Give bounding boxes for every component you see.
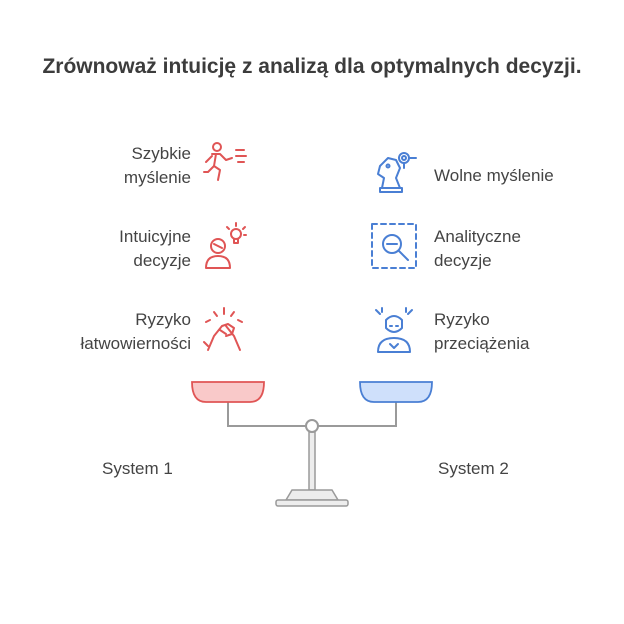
scale-pivot — [305, 419, 319, 433]
magnifier-analysis-icon — [371, 223, 417, 269]
stressed-person-icon — [375, 307, 413, 353]
system-2-label: System 2 — [438, 459, 509, 478]
label-overload-risk: Ryzyko przeciążenia — [434, 310, 530, 353]
diagram-title: Zrównoważ intuicję z analizą dla optymal… — [42, 55, 582, 78]
label-analytical-decisions: Analityczne decyzje — [434, 227, 521, 270]
right-pan — [359, 381, 433, 403]
scale-base — [275, 499, 349, 507]
chess-knight-icon — [377, 152, 417, 193]
left-pan — [191, 381, 265, 403]
scale-post — [308, 431, 316, 491]
lightbulb-idea-icon — [205, 222, 247, 269]
label-intuitive-decisions: Intuicyjne decyzje — [119, 227, 191, 270]
label-fast-thinking: Szybkie myślenie — [123, 144, 191, 187]
handshake-arm-wrestle-icon — [203, 307, 243, 351]
system-1-label: System 1 — [102, 459, 173, 478]
running-person-icon — [203, 142, 247, 181]
label-gullibility-risk: Ryzyko łatwowierności — [80, 310, 191, 353]
scale-base-top — [284, 489, 340, 501]
label-slow-thinking: Wolne myślenie — [434, 166, 554, 185]
